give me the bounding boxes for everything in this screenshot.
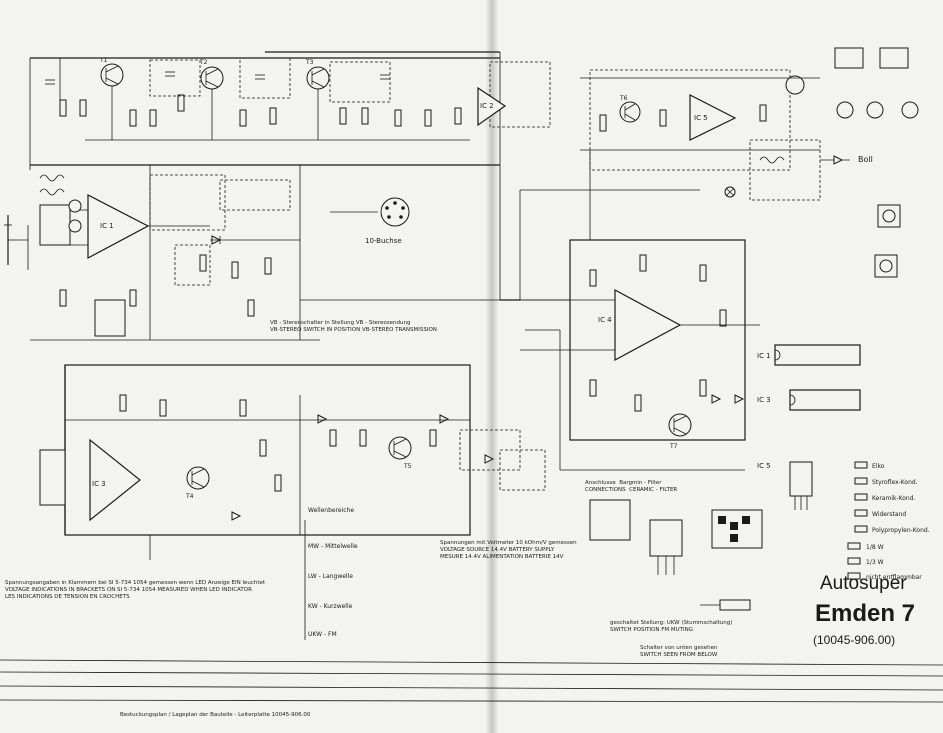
svg-text:Styroflex-Kond.: Styroflex-Kond. — [872, 479, 918, 486]
ic5-section — [580, 69, 850, 201]
transistor-t1 — [100, 63, 124, 87]
right-wiring — [519, 150, 746, 471]
antenna-input — [4, 174, 82, 270]
svg-text:Wellenbereiche: Wellenbereiche — [308, 507, 354, 514]
svg-text:nicht entflammbar: nicht entflammbar — [866, 574, 922, 581]
svg-text:Widerstand: Widerstand — [872, 511, 906, 518]
dip-packages — [774, 344, 861, 510]
ic1-amp-label: IC 1 — [100, 222, 114, 230]
ic4-section — [300, 239, 760, 441]
svg-text:Polypropylen-Kond.: Polypropylen-Kond. — [872, 527, 930, 534]
svg-text:T5: T5 — [403, 463, 412, 470]
svg-text:T1: T1 — [99, 57, 108, 64]
waveband-legend-box: Wellenbereiche MW - Mittelwelle LW - Lan… — [304, 507, 358, 640]
title-line3: (10045-906.00) — [813, 633, 896, 647]
svg-text:LW - Langwelle: LW - Langwelle — [308, 573, 353, 580]
if-filter-1 — [149, 59, 201, 97]
ic3-amp-label: IC 3 — [92, 480, 106, 488]
note-center-switch: VB - Stereoschalter in Stellung VB - Ste… — [270, 320, 437, 333]
transistor-t3 — [306, 66, 330, 90]
svg-text:KW - Kurzwelle: KW - Kurzwelle — [308, 603, 353, 610]
svg-text:T7: T7 — [669, 443, 678, 450]
ic1-amplifier — [70, 194, 210, 259]
svg-text:T4: T4 — [185, 493, 194, 500]
mixer-section — [30, 165, 320, 341]
connector-label: 10-Buchse — [365, 237, 402, 245]
page-fold — [485, 0, 499, 733]
pinout-diagrams — [834, 47, 919, 278]
svg-text:MW - Mittelwelle: MW - Mittelwelle — [308, 543, 358, 550]
svg-text:T6: T6 — [619, 95, 628, 102]
title-line1: Autosuper — [820, 573, 907, 594]
note-switch-pos: geschaltet Stellung: UKW (Stummschaltung… — [610, 620, 733, 633]
svg-text:UKW - FM: UKW - FM — [308, 631, 337, 638]
note-supply: Anschlusse Bargmin - Filter CONNECTIONS … — [585, 480, 678, 493]
bottom-strip-text: Bestuckungsplan / Lageplan der Bauteile … — [120, 712, 311, 718]
ic2-amplifier — [477, 86, 507, 127]
svg-text:Elko: Elko — [872, 463, 885, 470]
if-filter-4 — [489, 61, 551, 128]
parts-legend: Elko Styroflex-Kond. Keramik-Kond. Wider… — [847, 461, 930, 581]
svg-text:Keramik-Kond.: Keramik-Kond. — [872, 495, 916, 502]
output-label: Boll — [858, 155, 873, 164]
svg-text:1/3 W: 1/3 W — [866, 559, 884, 566]
ic1-label: IC 1 — [757, 352, 771, 360]
ic2-label: IC 2 — [480, 102, 494, 110]
ic4-label: IC 4 — [598, 316, 612, 324]
transistor-t2 — [200, 66, 224, 90]
ic5-label: IC 5 — [757, 462, 771, 470]
note-measure: Spannungen mit Voltmeter 10 kOhm/V gemes… — [440, 540, 577, 560]
din-connector — [330, 197, 410, 227]
ic3-section — [39, 364, 546, 560]
svg-text:T3: T3 — [305, 59, 314, 66]
filter-symbols — [589, 499, 763, 611]
top-components — [45, 58, 470, 141]
bottom-strip — [0, 659, 943, 703]
note-left-bottom: Spannungsangaben in Klammern bei SI 5-73… — [5, 580, 266, 600]
note-switch: Schalter von unten gesehen SWITCH SEEN F… — [640, 645, 718, 658]
if-filter-3 — [329, 61, 391, 103]
ic3-label: IC 3 — [757, 396, 771, 404]
svg-text:T2: T2 — [199, 59, 208, 66]
ic5-amp-label: IC 5 — [694, 114, 708, 122]
svg-text:1/8 W: 1/8 W — [866, 544, 884, 551]
title-line2: Emden 7 — [815, 600, 916, 627]
if-filter-2 — [239, 57, 291, 99]
